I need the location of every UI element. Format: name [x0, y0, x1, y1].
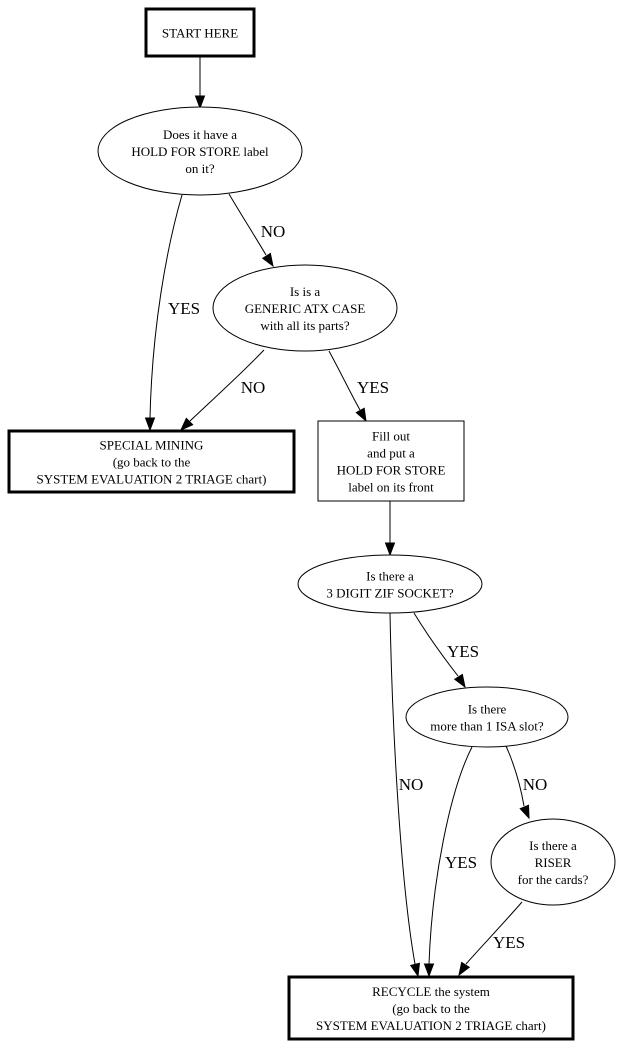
edge-q_zif_socket-to-q_isa_slot — [413, 612, 466, 689]
node-text-line: label on its front — [348, 480, 434, 495]
node-q-hold-label: Does it have a HOLD FOR STORE label on it? — [97, 106, 303, 196]
edge-line — [328, 350, 361, 411]
node-text-line: 3 DIGIT ZIF SOCKET? — [326, 586, 453, 601]
edge-label-yes: YES — [445, 853, 477, 872]
edge-q_zif_socket-to-recycle — [389, 612, 421, 978]
node-text-line: SYSTEM EVALUATION 2 TRIAGE chart) — [37, 472, 267, 487]
node-q-generic-atx: Is is a GENERIC ATX CASE with all its part… — [212, 264, 398, 352]
arrowhead-icon — [355, 407, 367, 423]
decision-ellipse — [97, 106, 303, 196]
node-text-line: on it? — [185, 161, 214, 176]
arrowhead-icon — [519, 804, 530, 820]
edge-q_generic_atx-to-fill_out_label — [328, 350, 367, 423]
edge-labels: YES NO NO YES NO YES YES NO YES — [168, 222, 547, 952]
edge-line — [428, 746, 473, 965]
nodes: START HERE Does it have a HOLD FOR STORE l… — [7, 7, 616, 1041]
edge-label-yes: YES — [447, 642, 479, 661]
edge-line — [149, 194, 183, 419]
node-text-line: more than 1 ISA slot? — [430, 719, 544, 734]
arrowhead-icon — [179, 417, 194, 432]
node-text-line: START HERE — [162, 26, 238, 41]
edge-q_hold_label-to-special_mining — [144, 194, 183, 432]
node-text-line: HOLD FOR STORE — [337, 463, 446, 478]
arrowhead-icon — [423, 963, 435, 978]
node-q-zif-socket: Is there a 3 DIGIT ZIF SOCKET? — [297, 554, 483, 614]
node-text-line: RISER — [535, 855, 572, 870]
node-text-line: (go back to the — [392, 1001, 470, 1016]
edge-start-to-q_hold_label — [194, 57, 206, 110]
node-text-line: RECYCLE the system — [372, 984, 490, 999]
node-text-line: Is there a — [529, 838, 577, 853]
edge-label-no: NO — [241, 378, 266, 397]
decision-ellipse — [297, 554, 483, 614]
edge-line — [505, 745, 525, 807]
process-box — [144, 7, 256, 58]
process-box — [317, 420, 465, 502]
process-box — [287, 975, 575, 1041]
arrowhead-icon — [384, 542, 396, 557]
node-text-line: Does it have a — [163, 127, 237, 142]
node-text-line: SYSTEM EVALUATION 2 TRIAGE chart) — [316, 1018, 546, 1033]
edge-q_riser-to-recycle — [458, 901, 523, 977]
node-fill-out-label: Fill out and put a HOLD FOR STORE label on … — [317, 420, 465, 502]
edge-q_generic_atx-to-special_mining — [179, 349, 265, 432]
edge-q_isa_slot-to-recycle — [423, 746, 473, 978]
edge-label-yes: YES — [493, 933, 525, 952]
edge-label-no: NO — [261, 222, 286, 241]
node-text-line: Fill out — [372, 429, 410, 444]
edge-label-yes: YES — [357, 378, 389, 397]
arrowhead-icon — [458, 961, 471, 977]
node-text-line: HOLD FOR STORE label — [131, 144, 269, 159]
edge-fill_out_label-to-q_zif_socket — [384, 501, 396, 557]
edge-line — [228, 193, 267, 256]
node-text-line: SPECIAL MINING — [100, 438, 204, 453]
edge-q_hold_label-to-q_generic_atx — [228, 193, 274, 268]
edges — [144, 57, 530, 978]
arrowhead-icon — [194, 95, 206, 110]
decision-ellipse — [490, 818, 616, 906]
edge-q_isa_slot-to-q_riser — [505, 745, 530, 820]
node-text-line: and put a — [367, 446, 415, 461]
edge-line — [413, 612, 459, 677]
decision-ellipse — [212, 264, 398, 352]
process-box — [7, 429, 296, 494]
edge-line — [465, 901, 523, 965]
node-start: START HERE — [144, 7, 256, 58]
edge-label-yes: YES — [168, 299, 200, 318]
edge-label-no: NO — [523, 775, 548, 794]
node-recycle: RECYCLE the system (go back to theSYSTEM … — [287, 975, 575, 1041]
node-text-line: with all its parts? — [260, 318, 349, 333]
node-q-riser: Is there a RISER for the cards? — [490, 818, 616, 906]
edge-line — [189, 349, 265, 422]
node-q-isa-slot: Is there more than 1 ISA slot? — [405, 686, 569, 748]
decision-ellipse — [405, 686, 569, 748]
node-text-line: Is is a — [290, 284, 321, 299]
arrowhead-icon — [453, 673, 466, 689]
node-text-line: (go back to the — [113, 455, 191, 470]
arrowhead-icon — [144, 417, 156, 432]
node-text-line: Is there a — [366, 569, 414, 584]
edge-label-no: NO — [399, 775, 424, 794]
arrowhead-icon — [261, 252, 274, 268]
node-text-line: for the cards? — [518, 872, 589, 887]
arrowhead-icon — [409, 962, 421, 978]
node-text-line: GENERIC ATX CASE — [245, 301, 366, 316]
node-text-line: Is there — [468, 702, 507, 717]
edge-line — [389, 612, 416, 965]
